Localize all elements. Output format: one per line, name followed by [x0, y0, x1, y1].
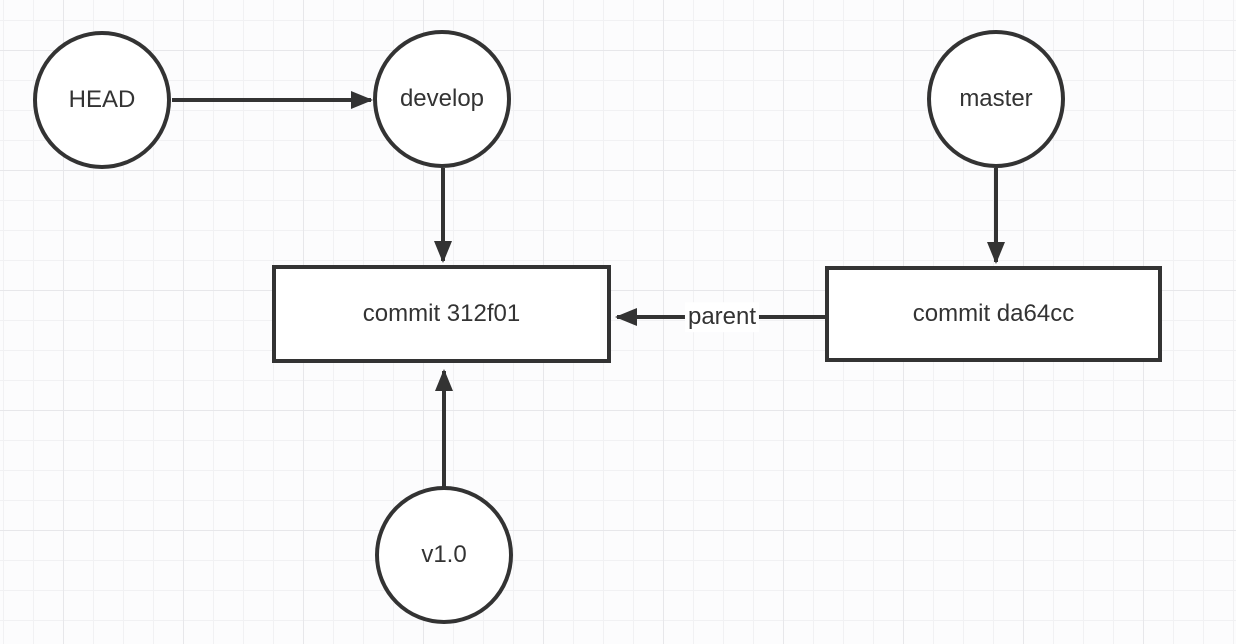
node-commit-312f01[interactable]: commit 312f01: [272, 265, 611, 363]
node-head[interactable]: HEAD: [33, 31, 171, 169]
node-commit-312f01-label: commit 312f01: [362, 300, 521, 327]
node-develop-label: develop: [399, 85, 485, 112]
node-v1-label: v1.0: [421, 541, 467, 568]
edge-label-parent: parent: [684, 302, 760, 332]
node-develop-branch[interactable]: develop: [373, 30, 511, 168]
node-master-branch[interactable]: master: [927, 30, 1065, 168]
node-commit-da64cc-label: commit da64cc: [912, 300, 1075, 327]
node-commit-da64cc[interactable]: commit da64cc: [825, 266, 1162, 362]
node-v1-tag[interactable]: v1.0: [375, 486, 513, 624]
node-head-label: HEAD: [68, 86, 136, 113]
node-master-label: master: [959, 85, 1033, 112]
